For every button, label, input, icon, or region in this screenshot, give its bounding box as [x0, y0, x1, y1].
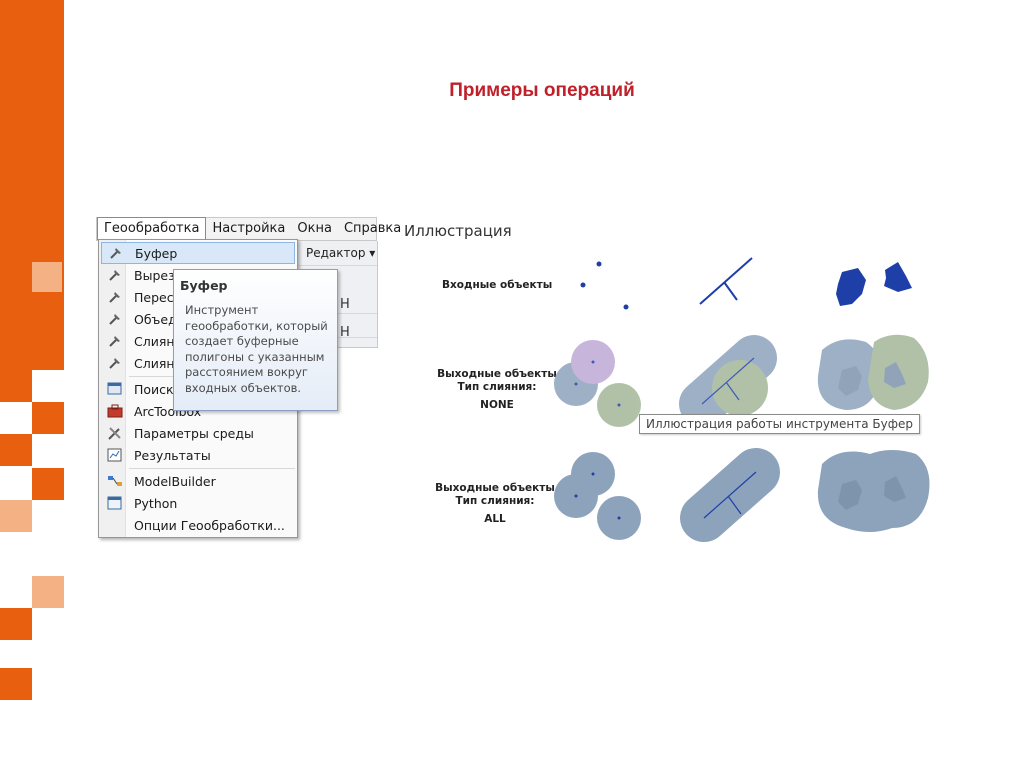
toolbox-icon: [104, 402, 126, 420]
menu-item-union[interactable]: Объеди: [101, 308, 295, 330]
buffer-tooltip: Буфер Инструмент геообработки, который с…: [173, 269, 338, 411]
input-points: [580, 261, 629, 310]
results-icon: [104, 446, 126, 464]
menu-item-intersect[interactable]: Пересе: [101, 286, 295, 308]
menu-customize[interactable]: Настройка: [212, 221, 286, 236]
hammer-icon: [104, 354, 126, 372]
decor-stripe: [0, 0, 64, 370]
buffer-all-points: [554, 452, 641, 540]
buffer-all-lines: [680, 448, 780, 542]
tooltip-title: Буфер: [180, 278, 228, 293]
menu-item-merge[interactable]: Слияни: [101, 330, 295, 352]
decor-square: [0, 500, 32, 532]
menu-item-gp-options[interactable]: Опции Геообработки...: [134, 517, 285, 533]
decor-square: [32, 402, 64, 434]
illustration-title: Иллюстрация: [404, 222, 512, 240]
toolbar-fragment: Н: [340, 297, 350, 312]
menu-help[interactable]: Справка: [343, 221, 402, 236]
buffer-none-points: [554, 340, 641, 427]
modelbuilder-icon: [104, 472, 126, 490]
toolbar-fragment: Н: [340, 325, 350, 340]
decor-square: [32, 262, 62, 292]
python-icon: [104, 494, 126, 512]
row-label-input: Входные объекты: [442, 279, 553, 291]
menu-item-clip[interactable]: Выреза: [101, 264, 295, 286]
buffer-none-polygons: [817, 334, 929, 410]
search-window-icon: [104, 380, 126, 398]
menu-item-python[interactable]: Python: [101, 492, 295, 514]
hammer-icon: [104, 332, 126, 350]
menubar: Геообработка Настройка Окна Справка: [96, 217, 401, 241]
decor-square: [0, 608, 32, 640]
editor-dropdown[interactable]: Редактор ▾: [306, 246, 376, 260]
row-label-all: Выходные объекты Тип слияния: ALL: [435, 482, 555, 525]
decor-square: [0, 668, 32, 700]
decor-square: [0, 434, 32, 466]
tools-icon: [104, 424, 126, 442]
menu-geoprocessing[interactable]: Геообработка: [97, 217, 207, 240]
input-lines: [699, 257, 753, 305]
decor-square: [32, 468, 64, 500]
hammer-icon: [104, 266, 126, 284]
menu-item-results[interactable]: Результаты: [101, 444, 295, 466]
menu-item-search[interactable]: Поиск и: [101, 378, 295, 400]
menu-item-buffer[interactable]: Буфер: [101, 242, 295, 264]
decor-square: [0, 370, 32, 402]
decor-square: [32, 576, 64, 608]
menu-item-dissolve[interactable]: Слияни: [101, 352, 295, 374]
menu-item-environments[interactable]: Параметры среды: [101, 422, 295, 444]
menu-windows[interactable]: Окна: [297, 221, 332, 236]
input-polygons: [836, 262, 912, 306]
slide-title: Примеры операций: [449, 80, 635, 101]
row-label-none: Выходные объекты Тип слияния: NONE: [437, 368, 557, 411]
menu-item-modelbuilder[interactable]: ModelBuilder: [101, 470, 295, 492]
hammer-icon: [105, 244, 127, 262]
hammer-icon: [104, 310, 126, 328]
buffer-none-lines: [679, 335, 777, 427]
buffer-illustration: [554, 257, 930, 542]
tooltip-body: Инструмент геообработки, который создает…: [185, 303, 328, 395]
buffer-all-polygons: [817, 450, 930, 532]
illustration-hint-tooltip: Иллюстрация работы инструмента Буфер: [639, 414, 920, 434]
hammer-icon: [104, 288, 126, 306]
